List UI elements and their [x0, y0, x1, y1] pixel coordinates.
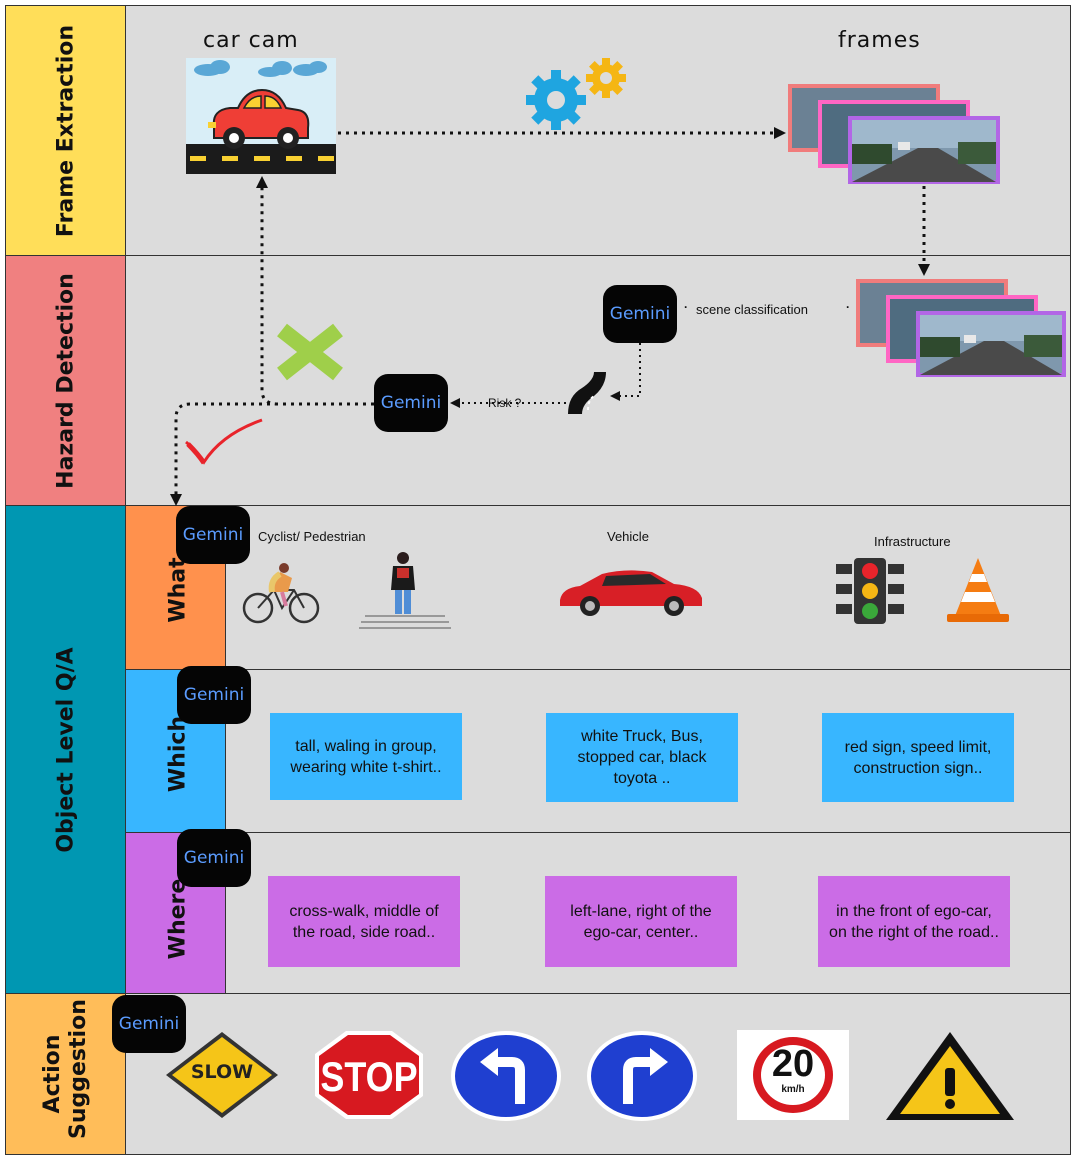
gemini-which-badge: Gemini [177, 666, 251, 724]
speed-limit-icon [737, 1030, 849, 1120]
traffic-light-icon [836, 558, 904, 624]
check-icon [185, 418, 263, 465]
gemini-where-badge: Gemini [177, 829, 251, 887]
pedestrian-icon [359, 552, 451, 629]
gemini-risk-text: Gemini [380, 393, 442, 413]
turn-right-icon [587, 1031, 697, 1121]
car-icon [186, 58, 336, 174]
gemini-action-text: Gemini [118, 1014, 180, 1034]
scene-dot-left: · [684, 300, 688, 314]
which-box-vehicle: white Truck, Bus, stopped car, black toy… [546, 713, 738, 802]
frames-stack-top [788, 84, 1000, 184]
cross-icon [277, 323, 343, 381]
gemini-where-text: Gemini [183, 848, 245, 868]
category-cyclist-pedestrian: Cyclist/ Pedestrian [258, 529, 366, 544]
gemini-what-text: Gemini [182, 525, 244, 545]
frames-label: frames [838, 28, 921, 53]
where-box-cyclist: cross-walk, middle of the road, side roa… [268, 876, 460, 967]
row-frame-extraction-sidebar: Frame Extraction [5, 5, 127, 257]
category-vehicle: Vehicle [607, 529, 649, 544]
turn-left-icon [451, 1031, 561, 1121]
speed-limit-unit: km/h [781, 1084, 805, 1095]
slow-sign-text: SLOW [190, 1061, 254, 1083]
row-action-suggestion-sidebar: Action Suggestion [5, 993, 127, 1155]
row-object-level-sidebar: Object Level Q/A [5, 505, 127, 995]
frames-stack-hazard [856, 279, 1066, 377]
scene-classification-label: scene classification [696, 302, 808, 317]
gemini-scene-text: Gemini [609, 304, 671, 324]
which-box-cyclist: tall, waling in group, wearing white t-s… [270, 713, 462, 800]
where-box-infrastructure: in the front of ego-car, on the right of… [818, 876, 1010, 967]
risk-label: Risk ? [488, 396, 522, 410]
gears-icon [526, 58, 626, 130]
road-curve-icon [568, 372, 606, 414]
gemini-action-badge: Gemini [112, 995, 186, 1053]
car-cam-label: car cam [203, 28, 299, 53]
which-box-infrastructure: red sign, speed limit, construction sign… [822, 713, 1014, 802]
where-box-vehicle: left-lane, right of the ego-car, center.… [545, 876, 737, 967]
gemini-scene-badge: Gemini [603, 285, 677, 343]
red-car-icon [560, 570, 702, 616]
gemini-what-badge: Gemini [176, 506, 250, 564]
stop-sign-icon [315, 1031, 423, 1119]
gemini-risk-badge: Gemini [374, 374, 448, 432]
speed-limit-value: 20 [771, 1043, 815, 1085]
warning-icon [886, 1032, 1014, 1120]
gemini-which-text: Gemini [183, 685, 245, 705]
category-infrastructure: Infrastructure [874, 534, 951, 549]
stop-sign-text: STOP [320, 1052, 418, 1100]
scene-dot-right: · [846, 300, 850, 314]
cyclist-icon [242, 563, 320, 624]
cone-icon [947, 558, 1009, 622]
slow-sign-icon [166, 1032, 278, 1118]
